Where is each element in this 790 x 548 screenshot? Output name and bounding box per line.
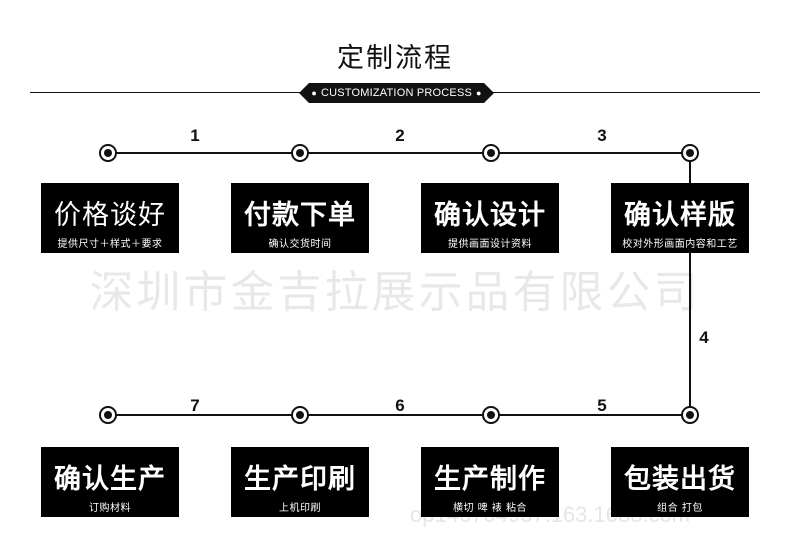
step-number-7: 7: [190, 396, 200, 415]
step-number-6: 6: [395, 396, 405, 415]
flow-node: [482, 144, 500, 162]
flow-node: [99, 406, 117, 424]
step-desc: 组合 打包: [657, 503, 703, 514]
step-box-payment: 付款下单 确认交货时间: [231, 183, 369, 253]
step-name: 付款下单: [244, 200, 356, 231]
step-name: 确认设计: [434, 200, 546, 231]
step-name: 确认生产: [54, 464, 166, 495]
step-desc: 提供画面设计资料: [448, 239, 532, 250]
flow-node: [291, 406, 309, 424]
watermark: 深圳市金吉拉展示品有限公司: [89, 267, 701, 318]
flow-node: [681, 406, 699, 424]
step-name: 确认样版: [624, 200, 736, 231]
subtitle-banner: ● CUSTOMIZATION PROCESS ●: [299, 83, 494, 103]
step-number-2: 2: [395, 126, 405, 145]
step-number-5: 5: [597, 396, 607, 415]
connector-line-top: [108, 152, 690, 154]
step-number-3: 3: [597, 126, 607, 145]
bullet-icon: ●: [311, 88, 317, 98]
step-box-design: 确认设计 提供画面设计资料: [421, 183, 559, 253]
step-desc: 横切 啤 裱 粘合: [452, 503, 528, 514]
bullet-icon: ●: [476, 88, 482, 98]
step-desc: 校对外形画面内容和工艺: [622, 239, 738, 250]
watermark-url: op146704937.163.1688.com: [410, 502, 691, 527]
step-box-price: 价格谈好 提供尺寸＋样式＋要求: [41, 183, 179, 253]
step-box-confirm-production: 确认生产 订购材料: [41, 447, 179, 517]
flow-node: [99, 144, 117, 162]
step-desc: 提供尺寸＋样式＋要求: [57, 239, 163, 250]
connector-line-right: [689, 152, 691, 416]
step-number-4: 4: [699, 328, 709, 347]
page-title: 定制流程: [337, 43, 453, 74]
step-box-manufacturing: 生产制作 横切 啤 裱 粘合: [421, 447, 559, 517]
step-desc: 确认交货时间: [268, 239, 332, 250]
connector-line-bottom: [108, 414, 690, 416]
step-box-shipping: 包装出货 组合 打包: [611, 447, 749, 517]
step-name: 包装出货: [624, 464, 736, 495]
flow-node: [681, 144, 699, 162]
flow-node: [482, 406, 500, 424]
step-box-printing: 生产印刷 上机印刷: [231, 447, 369, 517]
step-desc: 订购材料: [89, 503, 131, 514]
step-name: 生产印刷: [244, 464, 356, 495]
step-name: 价格谈好: [54, 200, 166, 231]
step-number-1: 1: [190, 126, 200, 145]
step-box-sample: 确认样版 校对外形画面内容和工艺: [611, 183, 749, 253]
flow-node: [291, 144, 309, 162]
step-name: 生产制作: [434, 464, 546, 495]
subtitle-text: CUSTOMIZATION PROCESS: [320, 87, 473, 99]
step-desc: 上机印刷: [279, 503, 321, 514]
